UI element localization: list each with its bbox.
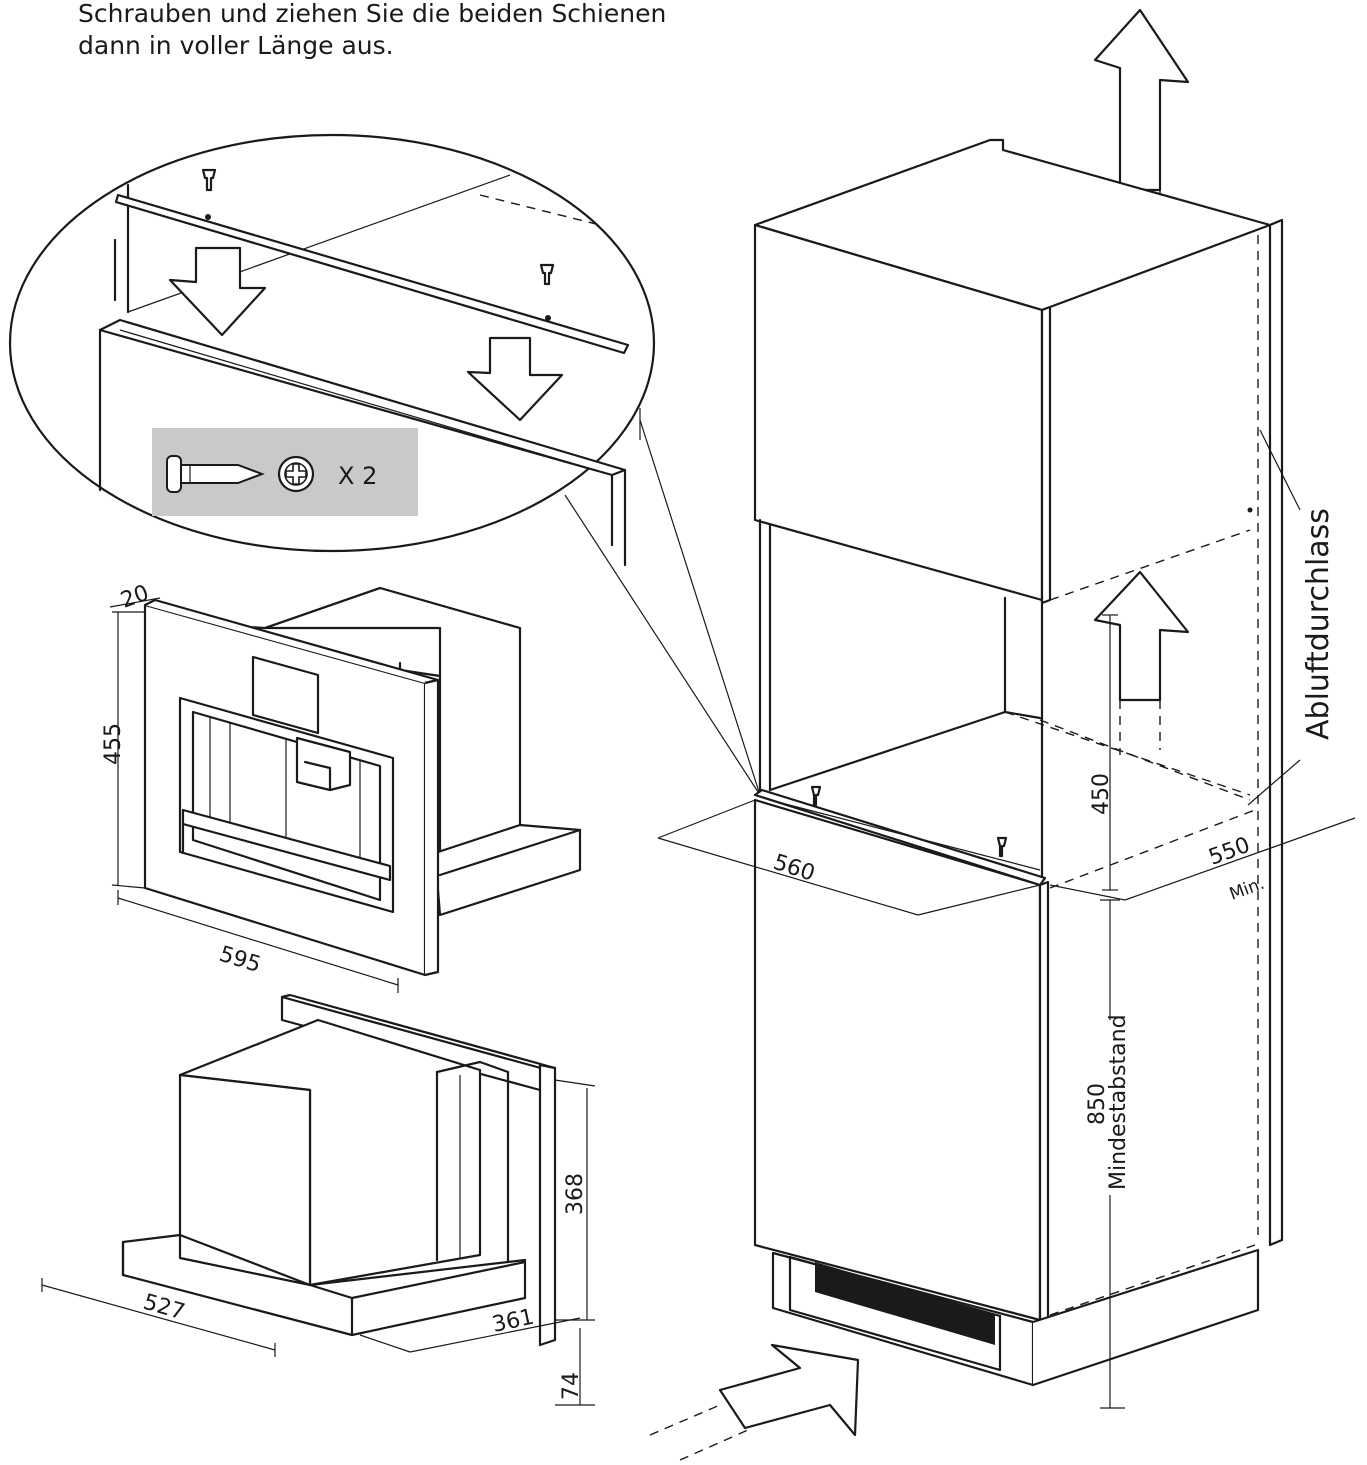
instruction-text: Schrauben und ziehen Sie die beiden Schi… [78,0,718,62]
dim-niche-depth: 550 [1206,833,1254,871]
appliance-back-view [41,993,596,1406]
drip-tray [181,808,392,882]
screw-icon [539,263,555,286]
up-arrow-icon [1093,8,1190,192]
dim-back-depth: 361 [490,1305,536,1338]
appliance-front-view [109,586,582,993]
dim-back-height: 368 [563,1173,588,1215]
dim-front-width: 595 [216,942,263,978]
instruction-line-2: dann in voller Länge aus. [78,31,394,60]
screw-icon [201,168,217,192]
up-arrow-icon [1093,570,1190,702]
screw-icon [996,836,1008,858]
rail-shape [114,193,630,355]
dim-back-offset: 74 [559,1372,584,1400]
rail-detail-inset: X 2 [8,133,761,796]
dim-floor-distance: 850 [1085,1083,1110,1125]
inlet-arrow-icon [718,1343,860,1437]
phillips-head-icon [277,455,315,493]
instruction-line-1: Schrauben und ziehen Sie die beiden Schi… [78,0,667,28]
down-arrow-icon [168,246,267,337]
screw-icon [810,785,822,807]
tall-cabinet [649,8,1356,1461]
screw-pictogram [166,455,265,493]
dim-floor-distance-label: Mindestabstand [1106,1014,1131,1190]
dim-front-height: 455 [101,723,126,765]
display-panel [251,655,320,735]
dim-niche-height: 450 [1089,773,1114,815]
ventilation-grille [815,1262,995,1345]
screw-count: X 2 [338,462,377,490]
down-arrow-icon [466,336,564,422]
dim-niche-depth-min: Min. [1227,874,1267,905]
exhaust-label: Abluftdurchlass [1301,508,1336,740]
dim-back-width: 527 [140,1290,187,1326]
